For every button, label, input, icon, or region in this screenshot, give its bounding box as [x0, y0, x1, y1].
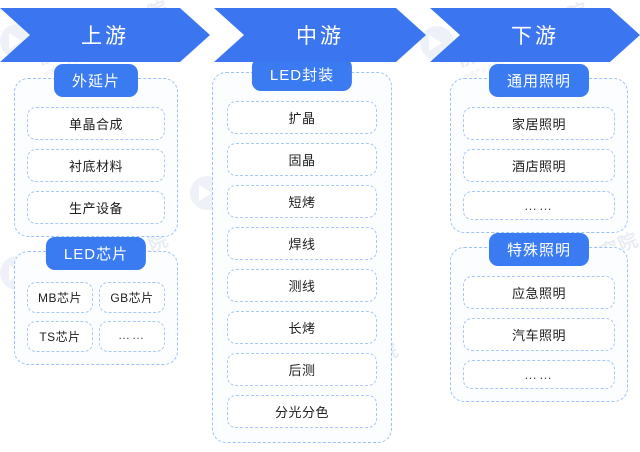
group-title-pill[interactable]: LED封装	[251, 58, 353, 91]
group-item[interactable]: GB芯片	[99, 282, 165, 313]
group-item[interactable]: 长烤	[227, 311, 377, 344]
group-item[interactable]: ……	[99, 321, 165, 352]
group-midstream-0: LED封装扩晶固晶短烤焊线测线长烤后测分光分色	[212, 58, 392, 443]
banner-segment-label: 中游	[296, 25, 344, 48]
group-item[interactable]: 汽车照明	[463, 318, 615, 351]
group-item[interactable]: 短烤	[227, 185, 377, 218]
group-item[interactable]: 生产设备	[27, 191, 165, 224]
group-title-pill[interactable]: 通用照明	[488, 64, 590, 97]
group-item[interactable]: 测线	[227, 269, 377, 302]
banner-segment-midstream[interactable]: 中游	[214, 8, 426, 62]
group-body: 扩晶固晶短烤焊线测线长烤后测分光分色	[212, 72, 392, 443]
banner-segment-label: 下游	[511, 25, 559, 48]
group-upstream-0: 外延片单晶合成衬底材料生产设备	[14, 64, 178, 237]
group-downstream-1: 特殊照明应急照明汽车照明 ……	[450, 233, 628, 402]
group-item[interactable]: 扩晶	[227, 101, 377, 134]
group-item[interactable]: 衬底材料	[27, 149, 165, 182]
group-item[interactable]: 单晶合成	[27, 107, 165, 140]
group-title-pill[interactable]: LED芯片	[45, 237, 147, 270]
group-item[interactable]: 焊线	[227, 227, 377, 260]
column-downstream: 通用照明家居照明酒店照明 …… 特殊照明应急照明汽车照明 ……	[450, 64, 628, 416]
group-item[interactable]: ……	[463, 191, 615, 220]
group-item[interactable]: 应急照明	[463, 276, 615, 309]
group-body: 应急照明汽车照明 ……	[450, 247, 628, 402]
banner-segment-label: 上游	[81, 25, 129, 48]
group-title-pill[interactable]: 外延片	[53, 64, 139, 97]
group-body: 单晶合成衬底材料生产设备	[14, 78, 178, 237]
group-item[interactable]: TS芯片	[27, 321, 93, 352]
group-body: 家居照明酒店照明 ……	[450, 78, 628, 233]
group-item[interactable]: ……	[463, 360, 615, 389]
banner-segment-upstream[interactable]: 上游	[0, 8, 210, 62]
group-item[interactable]: 固晶	[227, 143, 377, 176]
group-item[interactable]: 家居照明	[463, 107, 615, 140]
group-item[interactable]: 分光分色	[227, 395, 377, 428]
group-downstream-0: 通用照明家居照明酒店照明 ……	[450, 64, 628, 233]
group-item[interactable]: 酒店照明	[463, 149, 615, 182]
banner-segment-downstream[interactable]: 下游	[430, 8, 640, 62]
column-midstream: LED封装扩晶固晶短烤焊线测线长烤后测分光分色	[212, 58, 392, 452]
group-item[interactable]: 后测	[227, 353, 377, 386]
value-chain-banner: 上游 中游 下游	[0, 8, 640, 62]
group-item[interactable]: MB芯片	[27, 282, 93, 313]
group-title-pill[interactable]: 特殊照明	[488, 233, 590, 266]
